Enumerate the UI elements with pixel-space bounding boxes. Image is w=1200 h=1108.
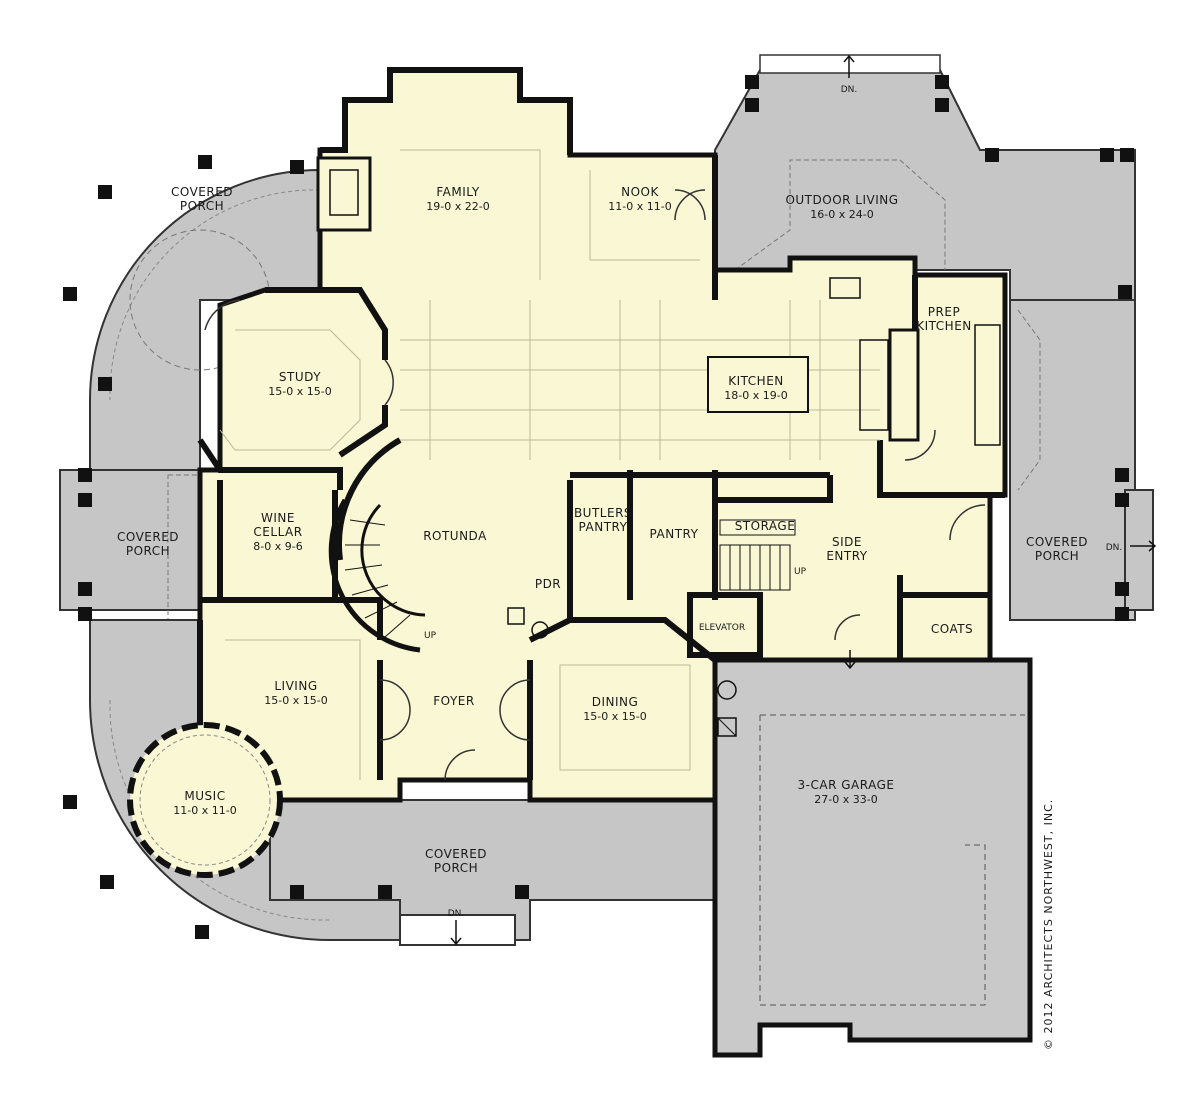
covered-porch-s-label-2: PORCH bbox=[434, 861, 478, 875]
covered-porch-e-label-2: PORCH bbox=[1035, 549, 1079, 563]
covered-porch-nw-label-1: COVERED bbox=[171, 185, 233, 199]
pdr-toilet bbox=[531, 621, 549, 639]
living-label: LIVING bbox=[274, 679, 317, 693]
rotunda-label: ROTUNDA bbox=[423, 529, 487, 543]
kitchen-sink bbox=[829, 277, 861, 299]
nook-label: NOOK bbox=[621, 185, 659, 199]
dining-label: DINING bbox=[592, 695, 639, 709]
music-label: MUSIC bbox=[184, 789, 225, 803]
covered-porch-nw-label-2: PORCH bbox=[180, 199, 224, 213]
elevator-label: ELEVATOR bbox=[699, 623, 745, 633]
up-rear-label: UP bbox=[794, 567, 807, 577]
garage-size: 27-0 x 33-0 bbox=[814, 793, 877, 806]
dining-size: 15-0 x 15-0 bbox=[583, 710, 646, 723]
music-size: 11-0 x 11-0 bbox=[173, 804, 236, 817]
up-stair-label: UP bbox=[424, 631, 437, 641]
rotunda-stair bbox=[328, 498, 426, 653]
direction-arrows bbox=[450, 54, 1157, 946]
covered-porch-s-label-1: COVERED bbox=[425, 847, 487, 861]
rear-stair bbox=[719, 544, 791, 591]
family-label: FAMILY bbox=[436, 185, 479, 199]
butlers-pantry-label-1: BUTLERS bbox=[574, 506, 632, 520]
water-heater bbox=[717, 680, 737, 700]
wine-cellar-label-1: WINE bbox=[261, 511, 295, 525]
foyer-label: FOYER bbox=[433, 694, 474, 708]
pdr-label: PDR bbox=[535, 577, 561, 591]
covered-porch-w-label-2: PORCH bbox=[126, 544, 170, 558]
outdoor-living-label: OUTDOOR LIVING bbox=[785, 193, 898, 207]
family-fireplace bbox=[316, 156, 372, 232]
covered-porch-e-label-1: COVERED bbox=[1026, 535, 1088, 549]
prep-kitchen-label-2: KITCHEN bbox=[916, 319, 972, 333]
outdoor-living-area bbox=[714, 69, 1136, 301]
wine-cellar-label-2: CELLAR bbox=[253, 525, 302, 539]
side-entry-label-2: ENTRY bbox=[826, 549, 867, 563]
garage-label: 3-CAR GARAGE bbox=[798, 778, 895, 792]
covered-porch-e-area bbox=[1009, 299, 1136, 621]
prep-kitchen-label-1: PREP bbox=[928, 305, 960, 319]
dn-east-label: DN. bbox=[1106, 543, 1123, 553]
wine-cellar-size: 8-0 x 9-6 bbox=[253, 540, 302, 553]
music-room bbox=[127, 722, 283, 878]
study-size: 15-0 x 15-0 bbox=[268, 385, 331, 398]
covered-porch-w-label-1: COVERED bbox=[117, 530, 179, 544]
storage-label: STORAGE bbox=[735, 519, 796, 533]
dn-north-label: DN. bbox=[841, 85, 858, 95]
kitchen-size: 18-0 x 19-0 bbox=[724, 389, 787, 402]
covered-porch-nw-area bbox=[89, 168, 321, 471]
pantry-label: PANTRY bbox=[650, 527, 699, 541]
columns bbox=[63, 75, 1134, 939]
dn-south-label: DN. bbox=[448, 909, 465, 919]
family-size: 19-0 x 22-0 bbox=[426, 200, 489, 213]
living-size: 15-0 x 15-0 bbox=[264, 694, 327, 707]
room-labels: COVERED PORCH FAMILY 19-0 x 22-0 NOOK 11… bbox=[117, 85, 1122, 919]
kitchen-label: KITCHEN bbox=[728, 374, 784, 388]
coats-label: COATS bbox=[931, 622, 973, 636]
garage-area bbox=[712, 657, 1033, 1058]
copyright-text: © 2012 ARCHITECTS NORTHWEST, INC. bbox=[1042, 799, 1055, 1050]
kitchen-island bbox=[707, 356, 809, 413]
nook-size: 11-0 x 11-0 bbox=[608, 200, 671, 213]
outdoor-living-size: 16-0 x 24-0 bbox=[810, 208, 873, 221]
butlers-pantry-label-2: PANTRY bbox=[579, 520, 628, 534]
side-entry-label-1: SIDE bbox=[832, 535, 862, 549]
study-label: STUDY bbox=[279, 370, 321, 384]
prep-kitchen-counter bbox=[888, 328, 920, 442]
